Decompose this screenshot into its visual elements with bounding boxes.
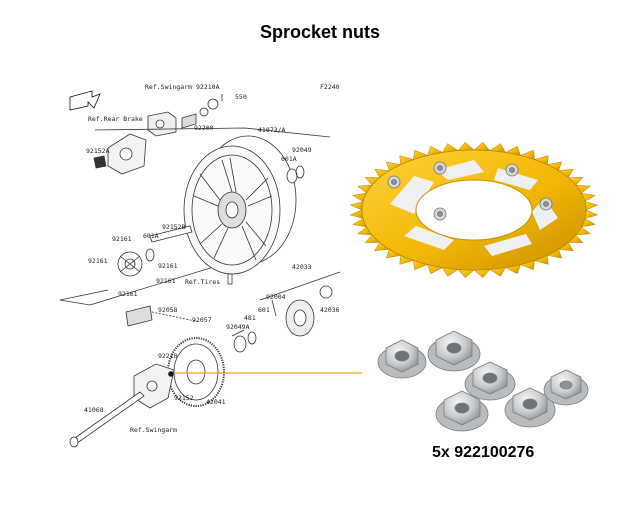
rear-brake-caliper xyxy=(93,133,147,175)
part-42033: 42033 xyxy=(292,263,312,271)
part-92161-e: 92161 xyxy=(118,290,138,298)
part-601A-left: 601A xyxy=(143,232,159,240)
sprocket-tooth xyxy=(457,269,475,279)
nut-icon xyxy=(427,330,481,372)
nut-icon xyxy=(504,387,556,428)
part-labels: F2240 Ref.Swingarm Ref.Rear Brake Ref.Ti… xyxy=(84,83,340,434)
sprocket-coupling xyxy=(231,271,341,353)
page-title: Sprocket nuts xyxy=(259,22,381,42)
sprocket-tooth xyxy=(349,209,364,219)
part-92049A: 92049A xyxy=(226,323,250,331)
part-92049: 92049 xyxy=(292,146,312,154)
part-92004: 92004 xyxy=(266,293,286,301)
ref-rear-brake: Ref.Rear Brake xyxy=(88,115,143,123)
part-42036: 42036 xyxy=(320,306,340,314)
nut-icon xyxy=(435,390,489,432)
gold-sprocket-photo xyxy=(349,141,599,279)
hub-damper xyxy=(117,248,155,277)
ref-tires: Ref.Tires xyxy=(185,278,220,286)
part-92161-c: 92161 xyxy=(158,262,178,270)
part-550: 550 xyxy=(235,93,247,101)
part-92161-d: 92161 xyxy=(156,277,176,285)
rear-wheel xyxy=(183,135,297,275)
part-92152: 92152 xyxy=(174,394,194,402)
sprocket-tooth xyxy=(349,201,364,211)
part-number-caption: 5x 922100276 xyxy=(432,444,535,461)
part-481: 481 xyxy=(244,314,256,322)
sprocket-tooth xyxy=(457,141,475,151)
sprocket-tooth xyxy=(473,141,491,151)
part-601: 601 xyxy=(258,306,270,314)
sprocket-tooth xyxy=(584,209,599,219)
nut-icon xyxy=(543,369,589,406)
sprocket-bolts xyxy=(387,161,553,221)
flange-nuts-photo xyxy=(377,330,589,432)
nut-icon xyxy=(464,361,516,401)
ref-swingarm-top: Ref.Swingarm xyxy=(145,83,192,91)
spacer-collar xyxy=(149,225,193,243)
chain-adjuster xyxy=(133,363,175,409)
part-92152A: 92152A xyxy=(86,147,110,155)
ref-swingarm-bottom: Ref.Swingarm xyxy=(130,426,177,434)
part-92161-b: 92161 xyxy=(88,257,108,265)
drive-chain xyxy=(125,305,201,327)
front-arrow-icon xyxy=(69,90,101,111)
part-41073A: 41073/A xyxy=(258,126,285,134)
part-92152B: 92152B xyxy=(162,223,186,231)
part-92210A: 92210A xyxy=(196,83,220,91)
part-92161-a: 92161 xyxy=(112,235,132,243)
part-601A-right: 601A xyxy=(281,155,297,163)
rear-axle xyxy=(69,391,145,448)
sprocket-tooth xyxy=(584,201,599,211)
brake-caliper-bracket xyxy=(147,94,223,137)
sprocket-tooth xyxy=(473,269,491,279)
part-92200: 92200 xyxy=(194,124,214,132)
part-92210: 92210 xyxy=(158,352,178,360)
part-41068: 41068 xyxy=(84,406,104,414)
part-42041: 42041 xyxy=(206,398,226,406)
exploded-diagram xyxy=(59,90,341,448)
diagram-code: F2240 xyxy=(320,83,340,91)
part-92058: 92058 xyxy=(158,306,178,314)
part-92057: 92057 xyxy=(192,316,212,324)
rear-sprocket-drawing xyxy=(167,337,225,407)
nut-icon xyxy=(377,339,427,379)
